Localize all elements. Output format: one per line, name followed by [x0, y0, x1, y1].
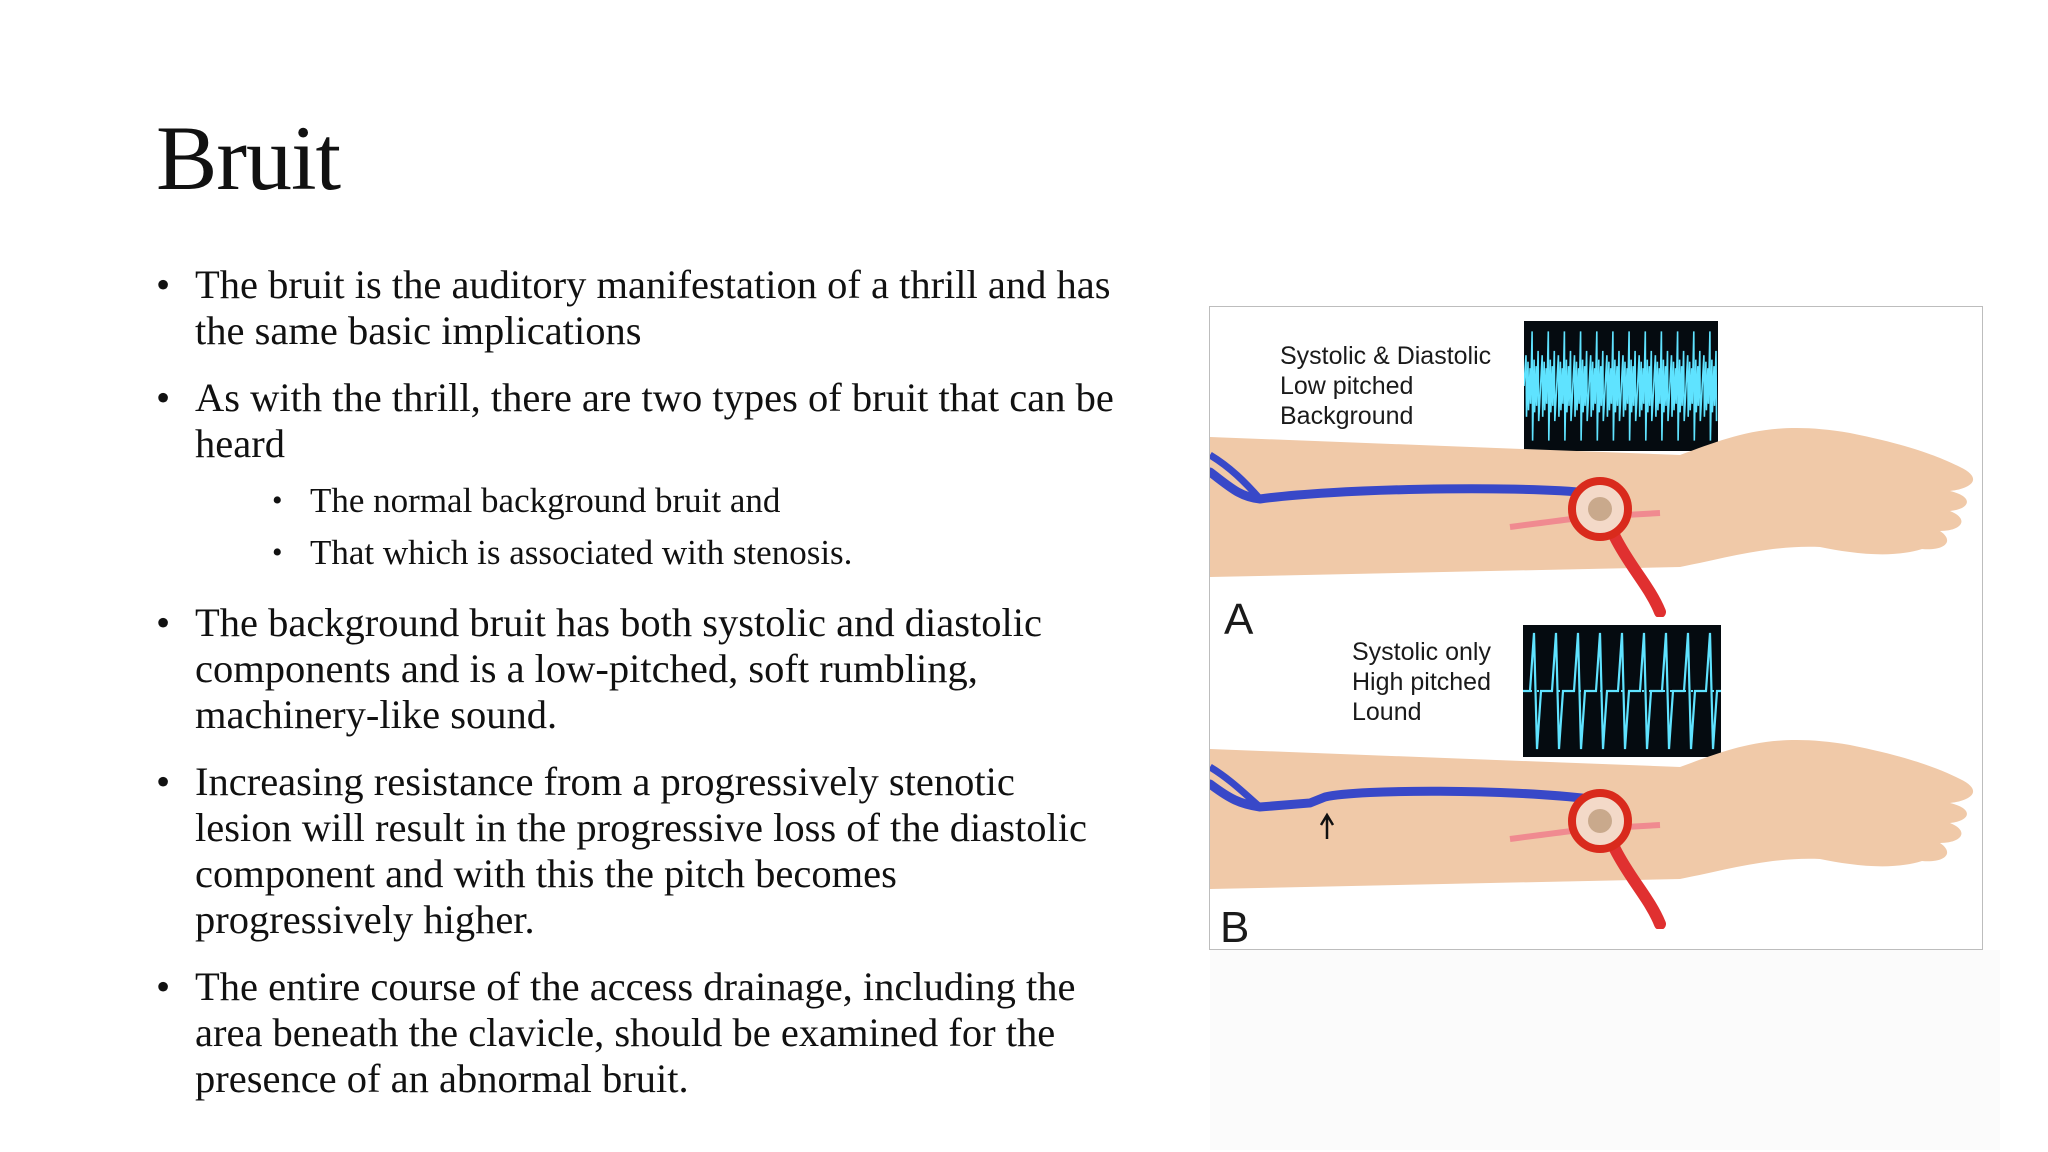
arm-b-tubing [1609, 843, 1666, 929]
arm-b-stethoscope-center [1588, 809, 1612, 833]
panel-b-arm [1210, 739, 1982, 929]
bullet-item: The entire course of the access drainage… [156, 964, 1116, 1102]
bullet-text: The background bruit has both systolic a… [195, 600, 1042, 737]
bruit-illustration: Systolic & Diastolic Low pitched Backgro… [1209, 306, 1983, 950]
arm-a-tubing [1609, 531, 1666, 617]
bullet-item: The bruit is the auditory manifestation … [156, 262, 1116, 354]
bullet-item: The background bruit has both systolic a… [156, 600, 1116, 738]
bullet-list: The bruit is the auditory manifestation … [156, 262, 1116, 1123]
waveform-trace [1524, 331, 1718, 441]
panel-b-waveform [1523, 625, 1721, 757]
waveform-a-svg [1524, 331, 1718, 441]
stenosis-arrow-icon [1319, 812, 1335, 839]
panel-a-arm [1210, 427, 1982, 617]
panel-a-caption: Systolic & Diastolic Low pitched Backgro… [1280, 342, 1492, 430]
arm-a-stethoscope-center [1588, 497, 1612, 521]
panel-b-label: B [1220, 903, 1250, 950]
bullet-item: As with the thrill, there are two types … [156, 375, 1116, 579]
sub-bullet-item: That which is associated with stenosis. [272, 527, 1116, 579]
panel-a-waveform [1524, 321, 1718, 451]
arm-b-svg [1210, 740, 1974, 929]
waveform-b-svg [1523, 632, 1721, 750]
waveform-trace [1523, 632, 1721, 750]
arm-b-vein [1210, 779, 1595, 812]
bullet-text: As with the thrill, there are two types … [195, 375, 1114, 466]
bullet-item: Increasing resistance from a progressive… [156, 759, 1116, 943]
bullet-text: The entire course of the access drainage… [195, 964, 1076, 1101]
sub-bullet-item: The normal background bruit and [272, 475, 1116, 527]
bullet-text: The bruit is the auditory manifestation … [195, 262, 1111, 353]
arm-b-vein-branch [1210, 763, 1263, 810]
arm-a-vein [1210, 467, 1595, 504]
arm-a-vein-branch [1210, 451, 1263, 502]
panel-b-caption: Systolic only High pitched Lound [1352, 638, 1491, 726]
panel-a-label: A [1224, 595, 1254, 644]
figure-shadow [1210, 950, 2000, 1150]
sub-bullet-list: The normal background bruit and That whi… [195, 475, 1116, 579]
arm-a-svg [1210, 428, 1974, 617]
slide-title: Bruit [156, 107, 341, 209]
bullet-text: Increasing resistance from a progressive… [195, 759, 1087, 942]
